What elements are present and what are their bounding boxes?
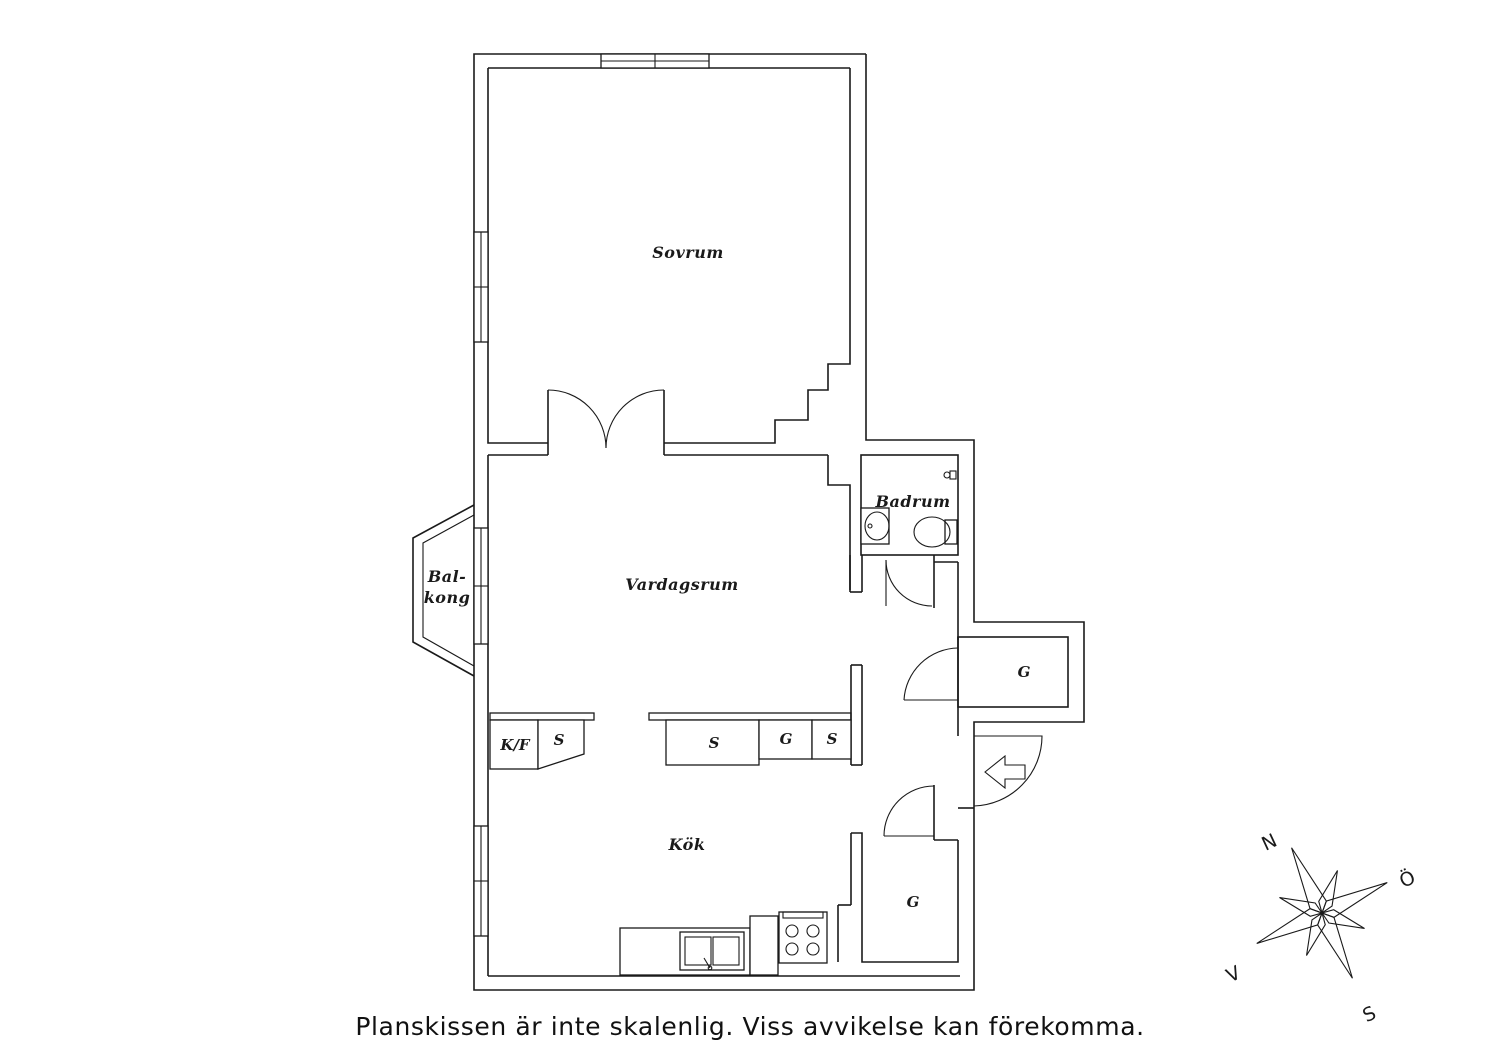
fixture-label-skap-left: S	[554, 731, 565, 749]
kitchen-divider	[489, 664, 863, 770]
wall-sovrum-vardagsrum	[488, 390, 851, 590]
room-label-sovrum: Sovrum	[652, 243, 724, 262]
badrum	[849, 454, 959, 640]
hall-closet	[903, 636, 1069, 736]
room-label-vardagsrum: Vardagsrum	[625, 575, 738, 594]
closet-label-kok: G	[907, 893, 920, 911]
compass-north: N	[1258, 830, 1280, 856]
fixture-label-kyl-frys: K/F	[499, 736, 531, 754]
window-left-sovrum	[473, 231, 489, 343]
disclaimer-text: Planskissen är inte skalenlig. Viss avvi…	[355, 1012, 1145, 1041]
fixture-label-skap-mid: S	[709, 734, 720, 752]
room-label-badrum: Badrum	[874, 492, 950, 511]
room-label-kok: Kök	[668, 835, 706, 854]
kitchen-closet	[837, 785, 974, 963]
compass-west: V	[1223, 962, 1244, 987]
fixture-label-skap-right: S	[827, 730, 838, 748]
room-label-balkong-2: kong	[424, 588, 471, 607]
window-top	[600, 53, 710, 69]
closet-label-hall: G	[1018, 663, 1031, 681]
fixture-label-garderob-mid: G	[780, 730, 793, 748]
double-door	[547, 389, 665, 449]
compass-rose-icon: N Ö S V	[1223, 830, 1419, 1027]
entrance-door	[973, 735, 1043, 807]
window-left-vardagsrum	[473, 527, 489, 645]
window-left-kok	[473, 825, 489, 937]
compass-east: Ö	[1396, 866, 1419, 893]
balcony	[412, 504, 475, 677]
kitchen-counter	[619, 911, 828, 976]
outer-walls	[473, 53, 1085, 991]
room-label-balkong-1: Bal-	[427, 567, 467, 586]
